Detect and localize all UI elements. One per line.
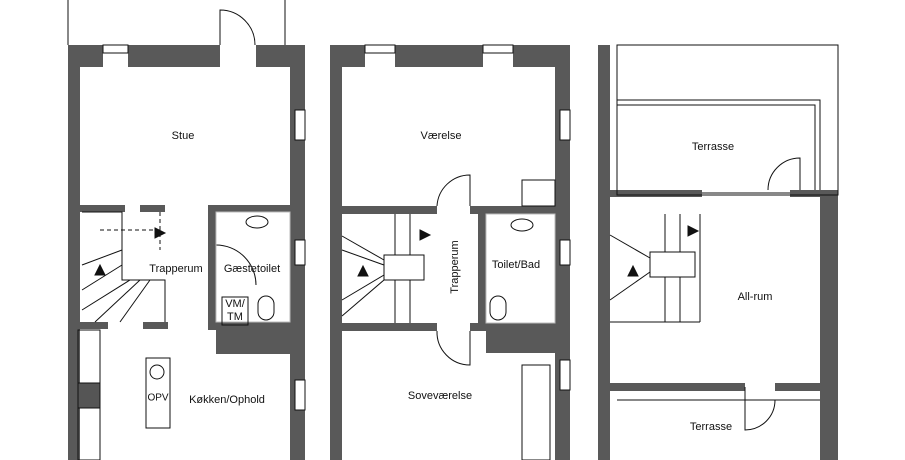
room-label-allrum: All-rum (737, 291, 773, 303)
room-label-koekken: Køkken/Ophold (189, 394, 265, 406)
windows-plan-2 (364, 44, 571, 391)
doors-plan-1 (67, 0, 286, 286)
room-label-terrasse-bottom: Terrasse (689, 421, 733, 433)
doors-stairs-plan-2 (341, 174, 556, 460)
room-label-terrasse-top: Terrasse (691, 141, 735, 153)
room-label-sovevaerelse: Soveværelse (407, 390, 473, 402)
terrace-lines-plan-3 (609, 44, 839, 431)
walls-plan-3 (598, 45, 838, 460)
fixtures-plan-1 (77, 211, 291, 460)
room-label-toiletbad: Toilet/Bad (491, 259, 541, 271)
stairs-plan-1 (81, 211, 167, 323)
room-label-gaestetoilet: Gæstetoilet (223, 263, 281, 275)
room-label-vm: VM/ (225, 298, 245, 310)
room-label-vaerelse: Værelse (420, 130, 462, 142)
windows-plan-1 (102, 44, 306, 411)
room-label-trapperum: Trapperum (149, 263, 203, 275)
walls-plan-1 (68, 45, 305, 460)
room-label-stue: Stue (171, 130, 195, 142)
label-opv: OPV (147, 392, 169, 404)
room-label-trapperum: Trapperum (449, 240, 461, 294)
room-label-tm: TM (227, 311, 243, 323)
